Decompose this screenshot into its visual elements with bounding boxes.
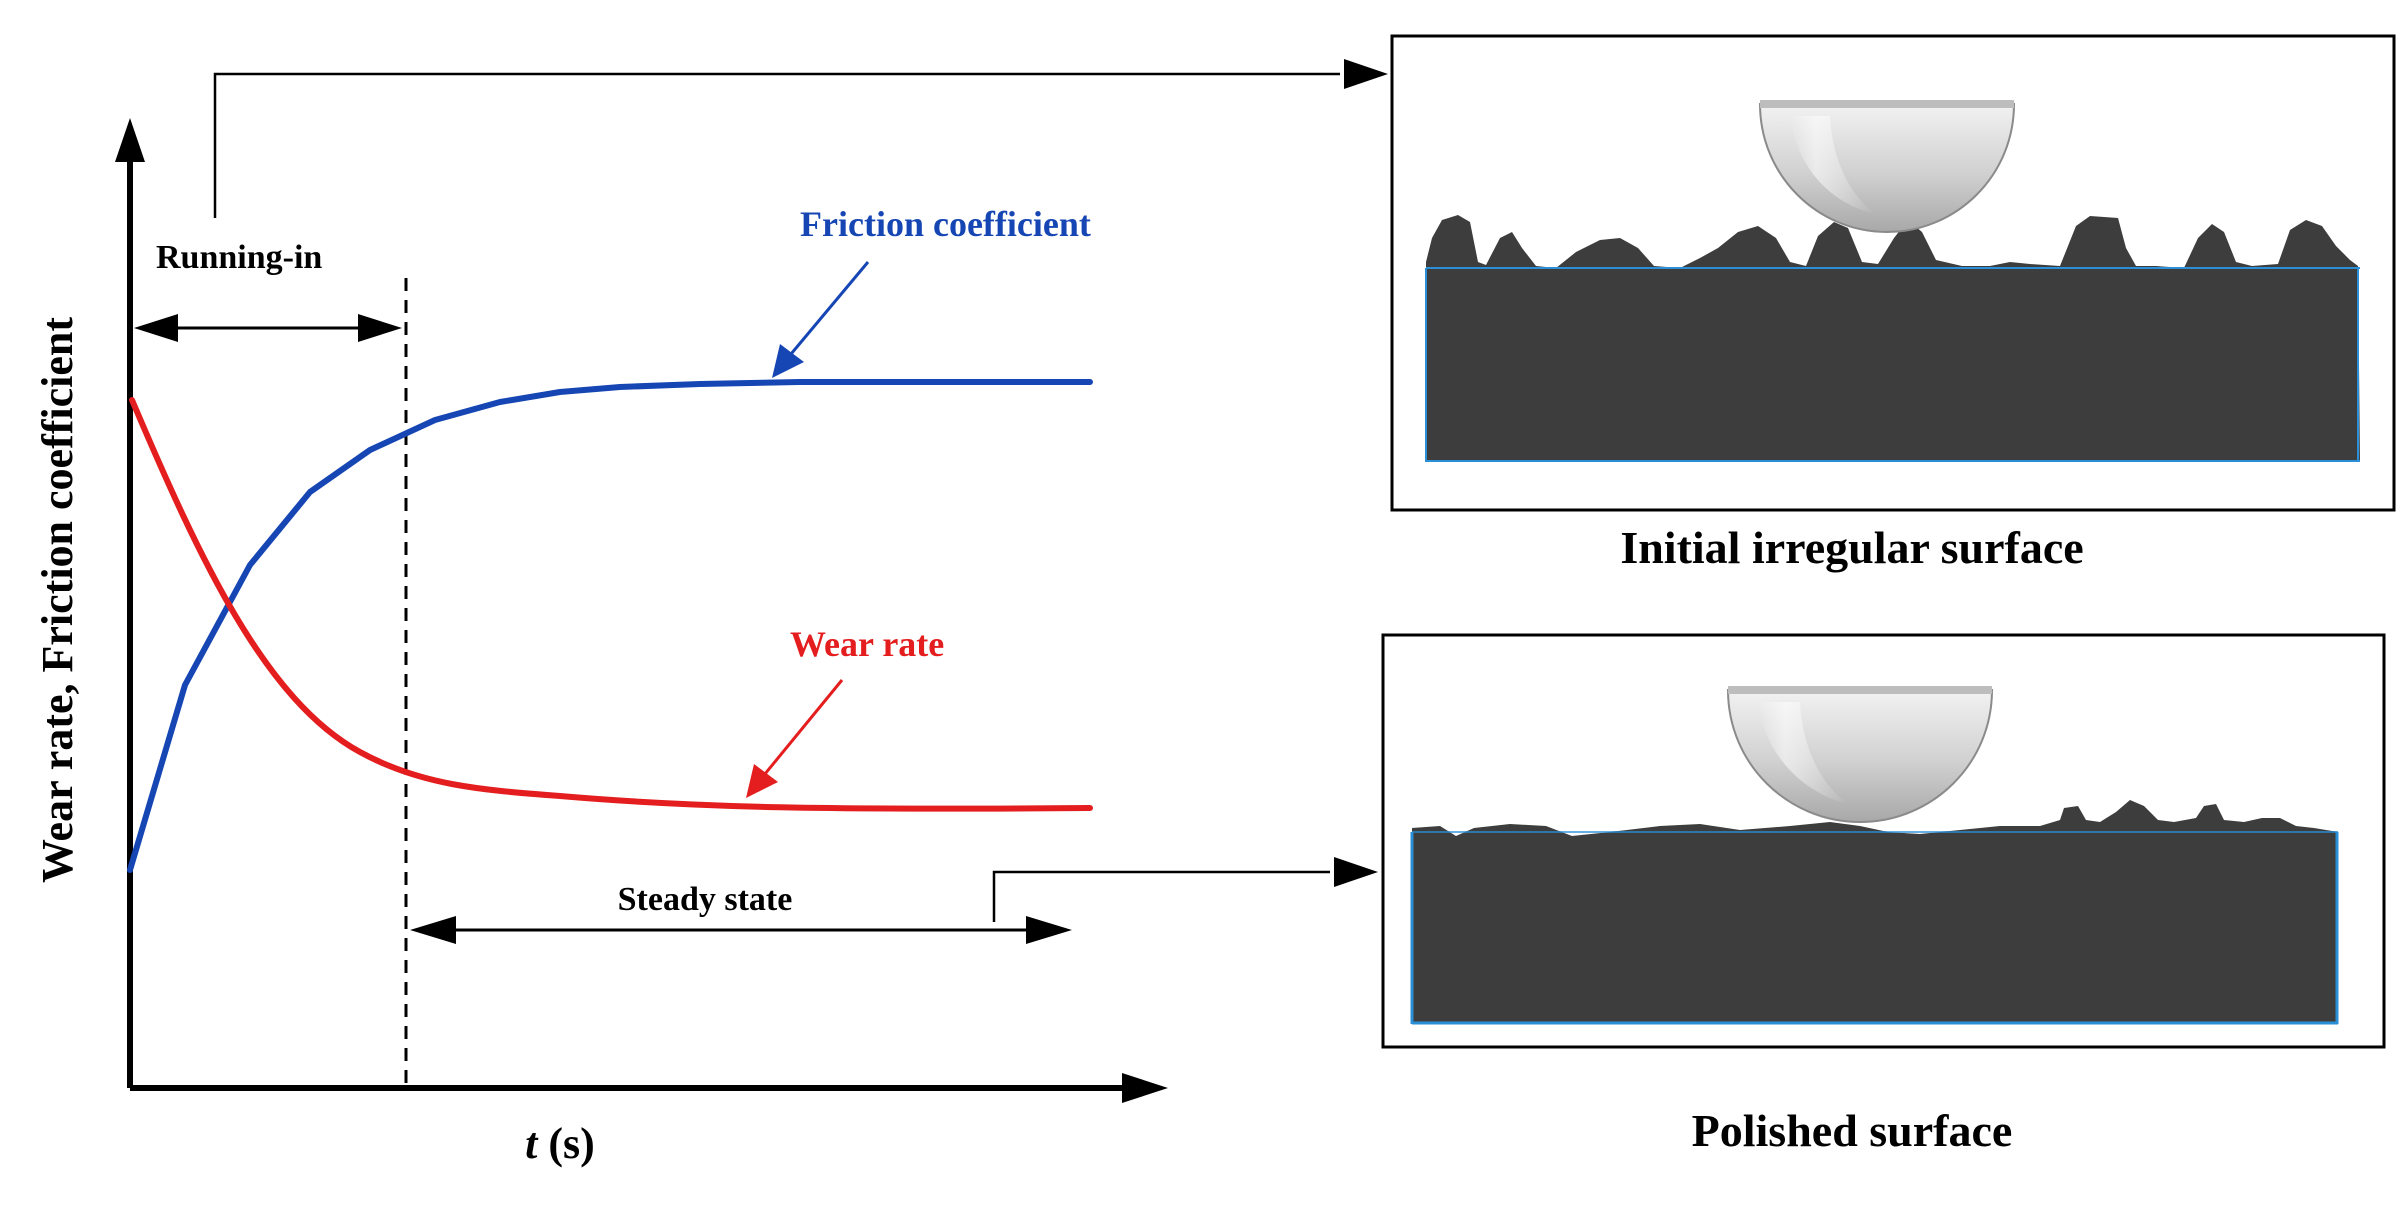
- wear-rate-curve: [129, 397, 1093, 812]
- polished-surface-caption: Polished surface: [1692, 1105, 2013, 1156]
- polished-surface-panel: Polished surface: [1381, 633, 2386, 1156]
- polished-smooth-surface: [1412, 800, 2338, 1024]
- x-axis-label: t (s): [525, 1119, 595, 1168]
- y-axis-label: Wear rate, Friction coefficient: [33, 317, 82, 883]
- connector-to-initial: [213, 59, 1388, 218]
- x-axis-arrowhead: [1122, 1073, 1168, 1103]
- steady-state-label: Steady state: [618, 881, 793, 918]
- friction-coefficient-label: Friction coefficient: [800, 204, 1091, 244]
- running-in-arrow: [134, 314, 402, 342]
- wear-rate-label: Wear rate: [790, 624, 944, 664]
- initial-rough-surface: [1426, 215, 2360, 462]
- friction-pointer-arrow: [772, 261, 870, 378]
- x-axis-unit: (s): [537, 1119, 594, 1168]
- x-axis-variable: t: [525, 1119, 539, 1168]
- initial-contact-ball: [1758, 100, 2016, 234]
- connector-to-polished: [992, 857, 1378, 922]
- initial-surface-panel: Initial irregular surface: [1390, 34, 2396, 573]
- friction-coefficient-curve: [127, 379, 1093, 873]
- polished-contact-ball: [1726, 686, 1994, 824]
- wear-pointer-arrow: [746, 679, 844, 798]
- running-in-label: Running-in: [156, 239, 322, 276]
- initial-surface-caption: Initial irregular surface: [1620, 522, 2083, 573]
- steady-state-arrow: [410, 916, 1072, 944]
- wear-friction-graph: Wear rate, Friction coefficient t (s) Ru…: [33, 118, 1168, 1168]
- y-axis-arrowhead: [115, 118, 145, 162]
